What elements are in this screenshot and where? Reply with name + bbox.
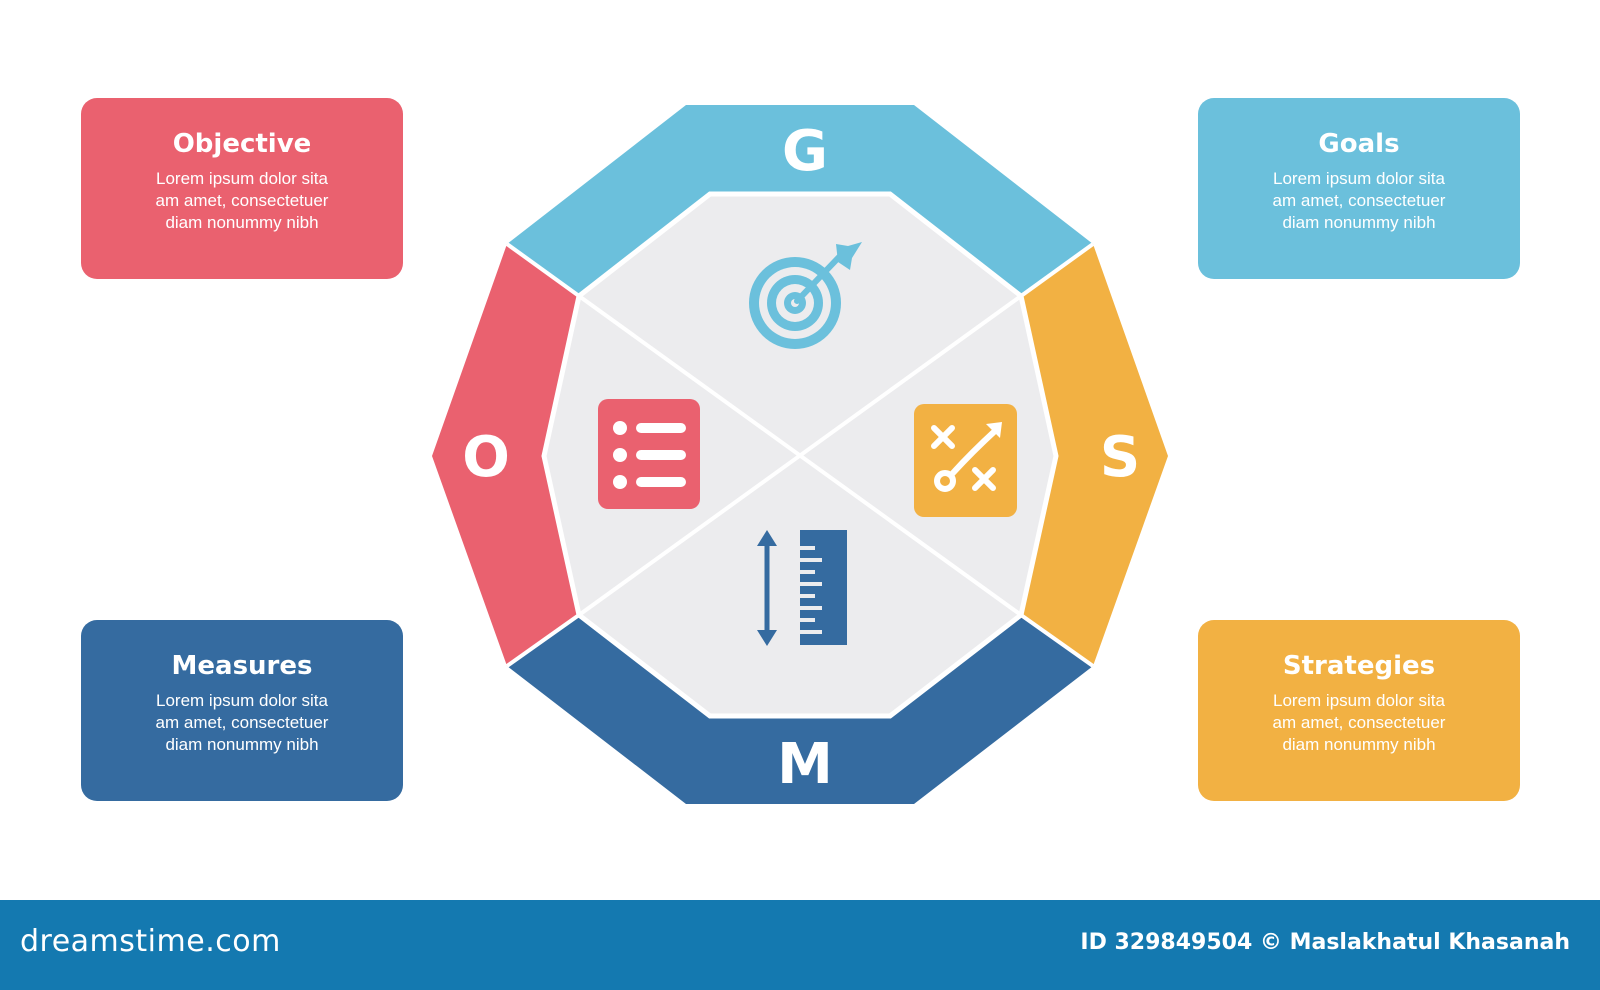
strategy-play-icon: [914, 404, 1017, 517]
list-icon: [598, 399, 700, 509]
letter-s: S: [1100, 425, 1140, 490]
goals-card: Goals Lorem ipsum dolor sita am amet, co…: [1198, 98, 1520, 279]
objective-card: Objective Lorem ipsum dolor sita am amet…: [81, 98, 403, 279]
letter-g: G: [782, 119, 828, 184]
measures-title: Measures: [171, 651, 313, 681]
target-arrow-icon: [749, 242, 862, 349]
strategies-text: Lorem ipsum dolor sita am amet, consecte…: [1272, 691, 1446, 754]
objective-title: Objective: [172, 129, 312, 159]
segment-objective: [432, 244, 579, 666]
goals-title: Goals: [1318, 129, 1400, 159]
letter-m: M: [777, 732, 833, 797]
segment-separators: [505, 242, 1095, 668]
image-credit: ID 329849504 © Maslakhatul Khasanah: [1080, 930, 1570, 955]
strategies-card: Strategies Lorem ipsum dolor sita am ame…: [1198, 620, 1520, 801]
letter-o: O: [462, 425, 510, 490]
measures-card: Measures Lorem ipsum dolor sita am amet,…: [81, 620, 403, 801]
strategies-title: Strategies: [1282, 651, 1436, 681]
segment-strategies: [1021, 244, 1168, 666]
gosm-octagon-diagram: G O S M: [432, 105, 1168, 804]
objective-text: Lorem ipsum dolor sita am amet, consecte…: [155, 169, 329, 232]
measures-text: Lorem ipsum dolor sita am amet, consecte…: [155, 691, 329, 754]
footer-bar: dreamstime.com ID 329849504 © Maslakhatu…: [0, 900, 1600, 990]
segment-goals: [507, 105, 1093, 296]
dreamstime-logo: dreamstime.com: [20, 924, 281, 959]
ruler-measure-icon: [757, 530, 847, 646]
center-dividers: [577, 294, 1023, 617]
segment-measures: [507, 615, 1093, 804]
goals-text: Lorem ipsum dolor sita am amet, consecte…: [1272, 169, 1446, 232]
